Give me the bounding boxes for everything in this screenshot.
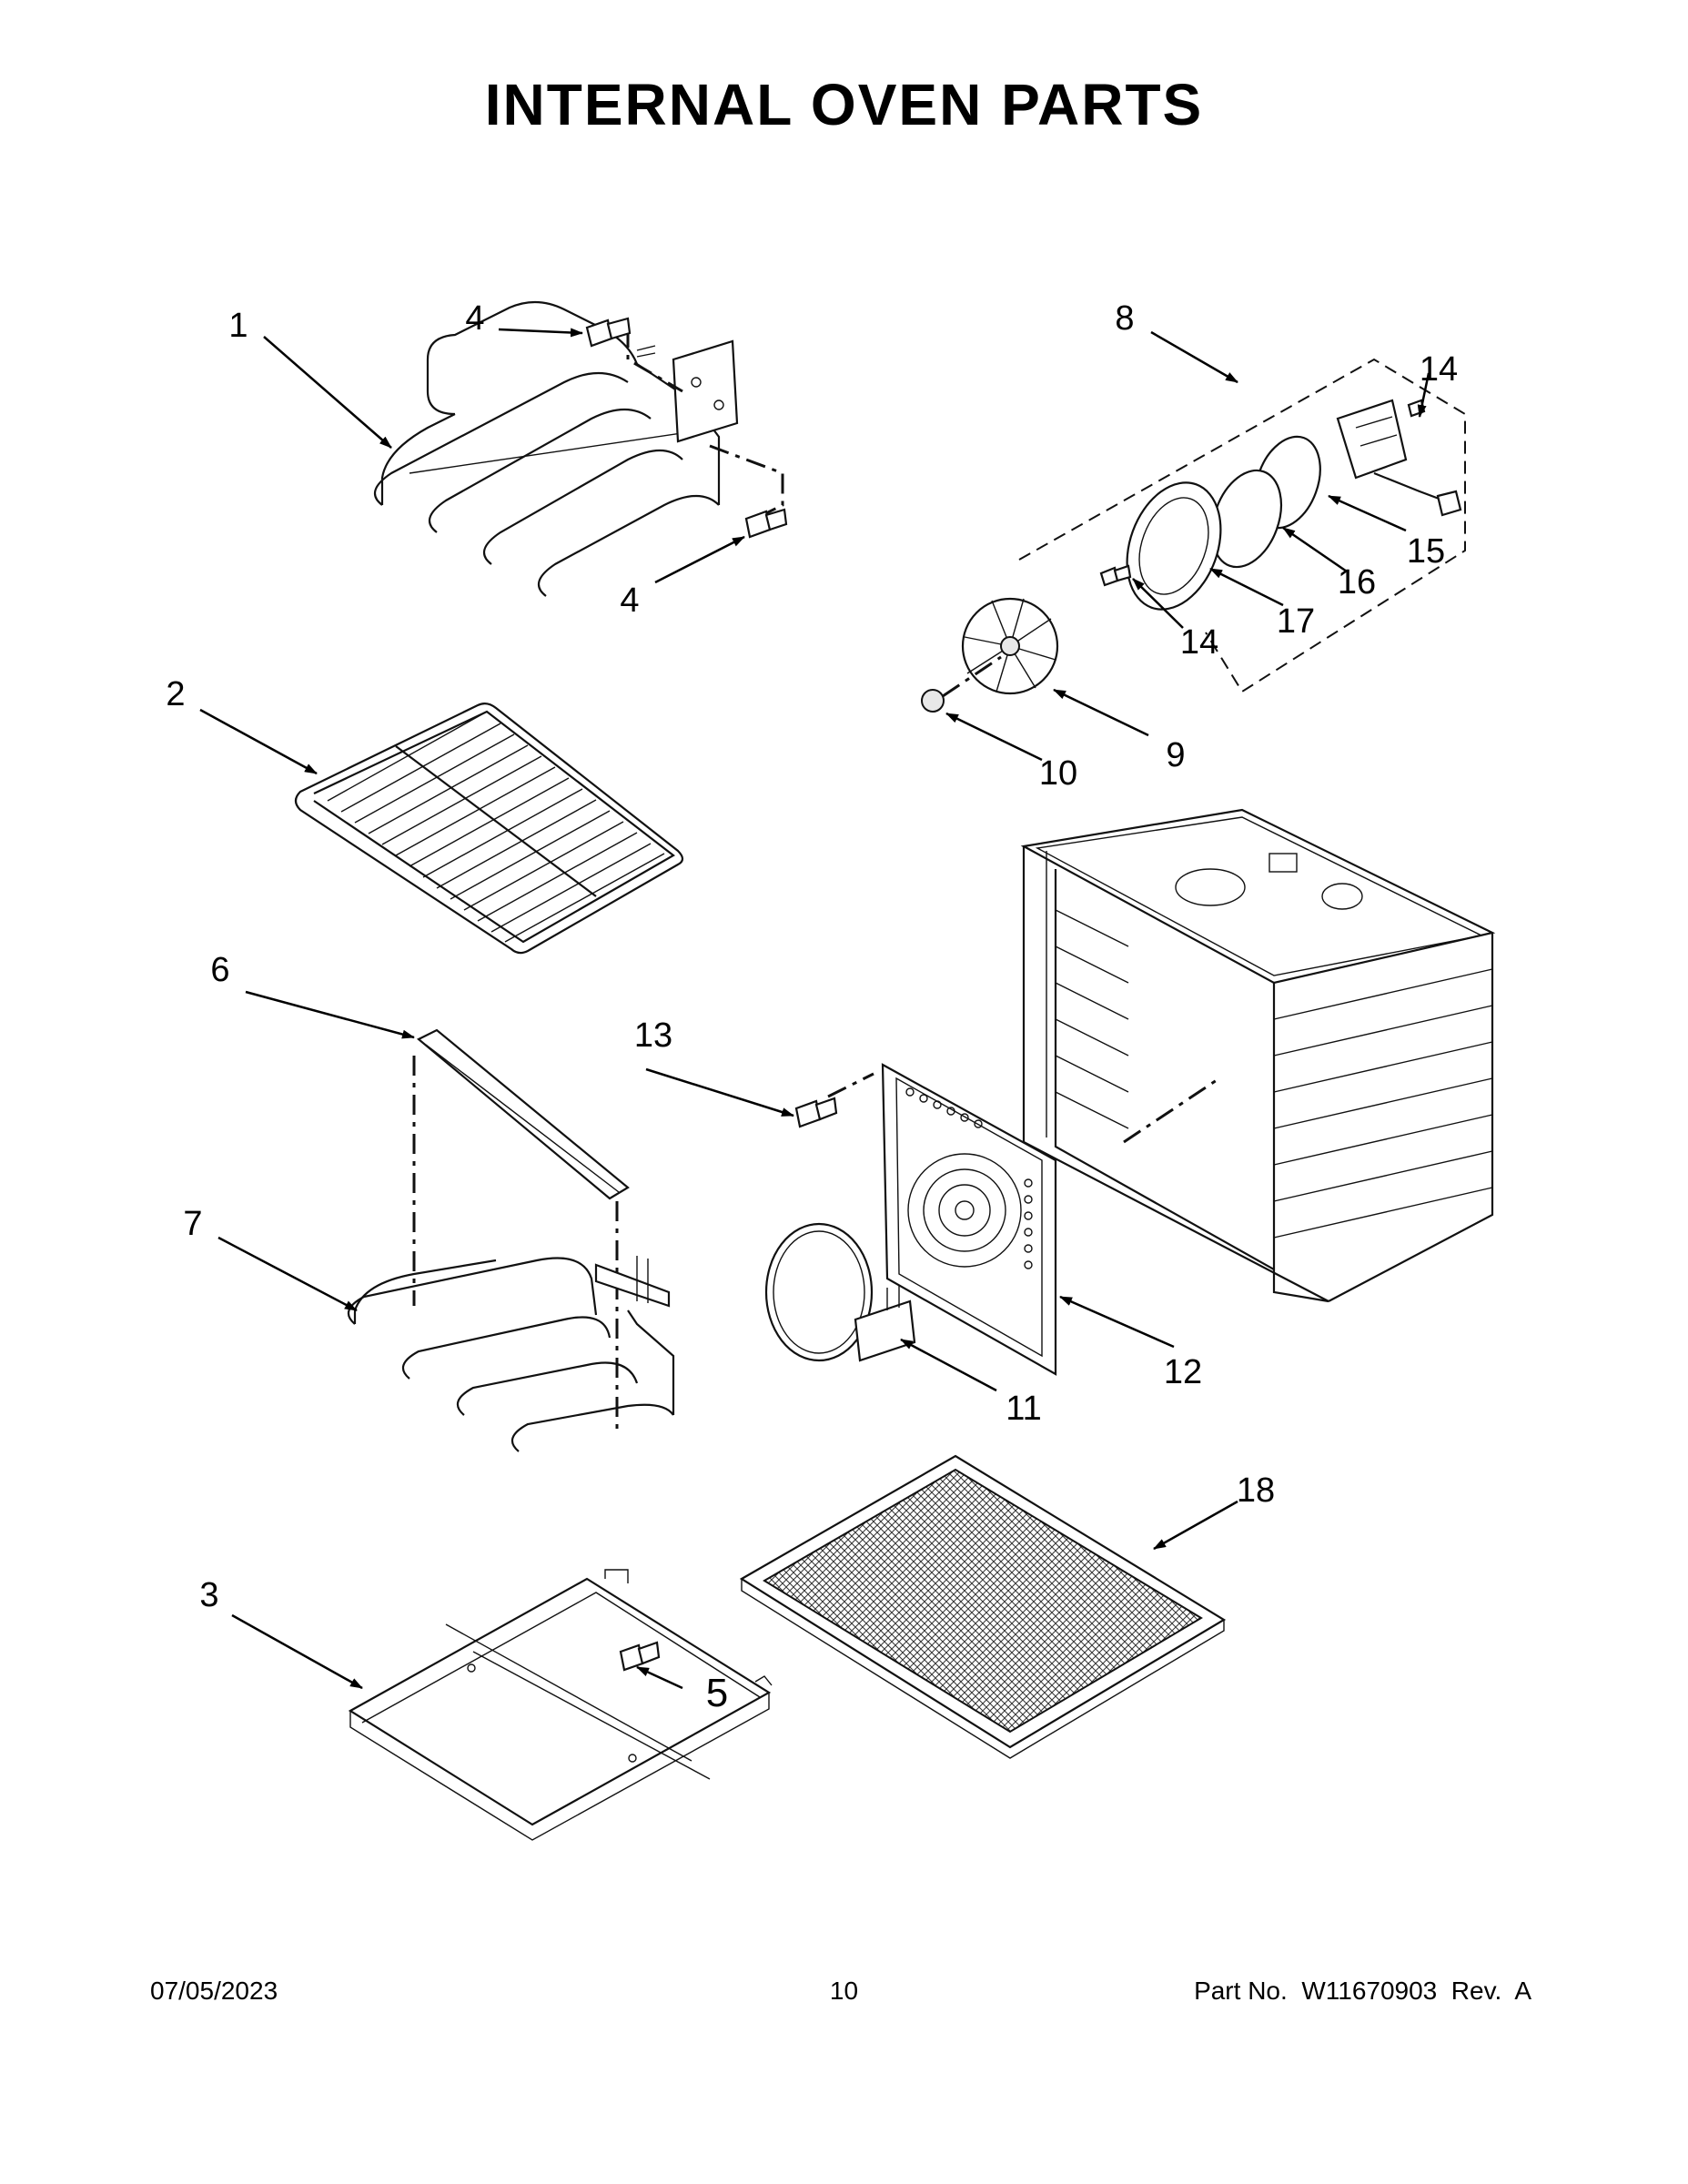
callout-5: 5 [706, 1671, 728, 1715]
oven-cavity [1020, 808, 1496, 1303]
callout-4-bottom: 4 [620, 581, 639, 620]
callout-13: 13 [634, 1016, 672, 1055]
callout-10: 10 [1039, 754, 1077, 793]
bottom-cover [348, 1569, 773, 1841]
fan-motor-assembly [1336, 399, 1462, 517]
motor-assembly-group-outline [1018, 358, 1466, 693]
callout-12: 12 [1164, 1353, 1202, 1391]
page-title: INTERNAL OVEN PARTS [484, 72, 1204, 137]
screw-4-bottom [744, 508, 788, 539]
callout-1: 1 [228, 307, 248, 345]
motor-mounting-plate-inner [1138, 497, 1209, 595]
screw-14-lower [1099, 564, 1132, 587]
callout-18: 18 [1237, 1471, 1275, 1510]
callout-7: 7 [183, 1205, 202, 1243]
screw-4-top [585, 317, 632, 348]
fan-alignment-line [942, 655, 1002, 698]
motor-mounting-plate [1126, 481, 1222, 611]
cover-alignment-line [827, 1072, 874, 1098]
broil-element [373, 300, 784, 597]
trim-piece [417, 1028, 630, 1200]
convection-element [764, 1222, 916, 1362]
screw-13 [794, 1097, 838, 1128]
callout-8: 8 [1115, 299, 1134, 338]
oven-rack [294, 702, 684, 955]
callout-3: 3 [199, 1576, 218, 1614]
footer-part-number: Part No. W11670903 Rev. A [1194, 1977, 1531, 2005]
bake-element [347, 1256, 675, 1452]
callout-9: 9 [1166, 736, 1185, 774]
callout-17: 17 [1277, 602, 1315, 641]
callout-2: 2 [166, 675, 185, 713]
callout-labels: 1 4 4 2 6 7 3 5 8 14 15 16 17 14 9 10 13… [166, 299, 1458, 1715]
callout-4-top: 4 [465, 299, 484, 338]
callout-11: 11 [1006, 1390, 1041, 1428]
callout-14-lower: 14 [1180, 623, 1218, 662]
callout-15: 15 [1407, 532, 1445, 571]
screw-5 [619, 1641, 661, 1672]
air-fry-basket [739, 1454, 1227, 1759]
callout-14-upper: 14 [1420, 350, 1458, 389]
convection-fan-blade [961, 597, 1059, 695]
convection-fan-cover [881, 1063, 1057, 1376]
fan-nut [921, 689, 945, 713]
footer-date: 07/05/2023 [150, 1977, 278, 2005]
callout-16: 16 [1338, 563, 1376, 602]
footer-page-number: 10 [829, 1977, 859, 2005]
callout-arrows [199, 328, 1430, 1690]
callout-6: 6 [210, 951, 229, 989]
cavity-alignment-line [1123, 1077, 1220, 1144]
